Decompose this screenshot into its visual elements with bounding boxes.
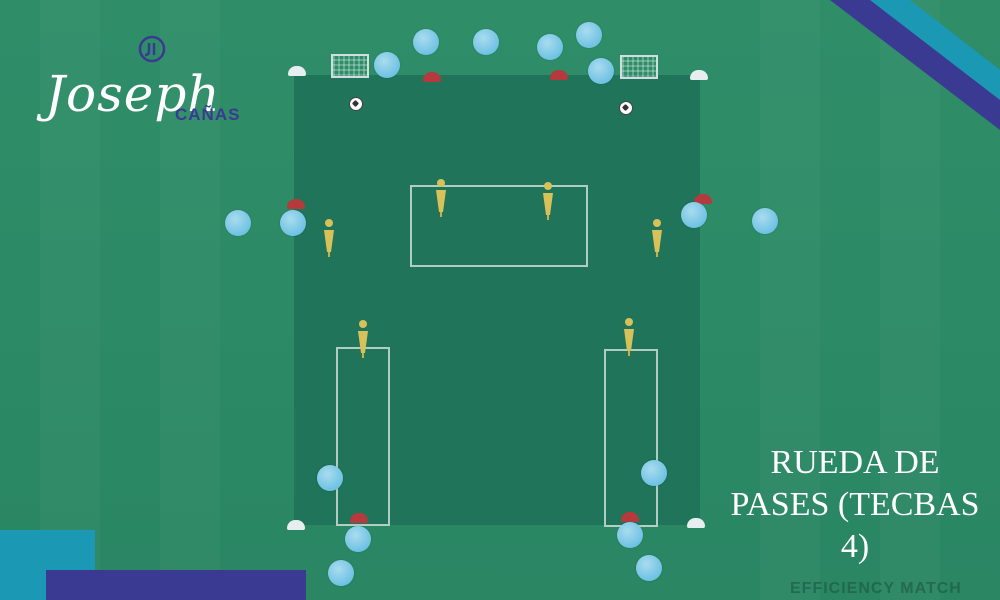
- player-marker-icon: [473, 29, 499, 55]
- player-marker-icon: [681, 202, 707, 228]
- player-marker-icon: [617, 522, 643, 548]
- cone-icon: [350, 513, 368, 523]
- cone-icon: [550, 70, 568, 80]
- logo-monogram-icon: [138, 35, 166, 63]
- cone-icon: [621, 512, 639, 522]
- player-marker-icon: [641, 460, 667, 486]
- player-marker-icon: [374, 52, 400, 78]
- training-area: [294, 75, 700, 525]
- title-line: 4): [840, 528, 870, 565]
- cone-icon: [690, 70, 708, 80]
- cone-icon: [287, 520, 305, 530]
- player-marker-icon: [225, 210, 251, 236]
- player-marker-icon: [636, 555, 662, 581]
- left-lane: [336, 347, 390, 526]
- mannequin-icon: [324, 219, 334, 257]
- cone-icon: [288, 66, 306, 76]
- mannequin-icon: [358, 320, 368, 358]
- cone-icon: [423, 72, 441, 82]
- slide-title: RUEDA DE PASES (TECBAS 4): [720, 442, 990, 568]
- mannequin-icon: [624, 318, 634, 356]
- mannequin-icon: [652, 219, 662, 257]
- cone-icon: [287, 199, 305, 209]
- cone-icon: [694, 194, 712, 204]
- logo-script: Joseph: [45, 65, 221, 123]
- right-lane: [604, 349, 658, 527]
- player-marker-icon: [328, 560, 354, 586]
- logo-brand: CAÑAS: [175, 105, 241, 124]
- player-marker-icon: [280, 210, 306, 236]
- mannequin-icon: [436, 179, 446, 217]
- goal-icon: [620, 55, 658, 79]
- corner-accent: [46, 570, 306, 600]
- watermark: EFFICIENCY MATCH: [790, 580, 962, 597]
- central-zone: [410, 185, 588, 267]
- brand-logo: Joseph CAÑAS: [40, 35, 270, 145]
- title-line: RUEDA DE: [770, 444, 940, 481]
- player-marker-icon: [345, 526, 371, 552]
- cone-icon: [687, 518, 705, 528]
- player-marker-icon: [317, 465, 343, 491]
- ball-icon: [349, 97, 363, 111]
- player-marker-icon: [413, 29, 439, 55]
- player-marker-icon: [576, 22, 602, 48]
- mannequin-icon: [543, 182, 553, 220]
- ball-icon: [619, 101, 633, 115]
- player-marker-icon: [752, 208, 778, 234]
- player-marker-icon: [537, 34, 563, 60]
- player-marker-icon: [588, 58, 614, 84]
- goal-icon: [331, 54, 369, 78]
- corner-accent: [830, 0, 1000, 130]
- title-line: PASES (TECBAS: [730, 486, 980, 523]
